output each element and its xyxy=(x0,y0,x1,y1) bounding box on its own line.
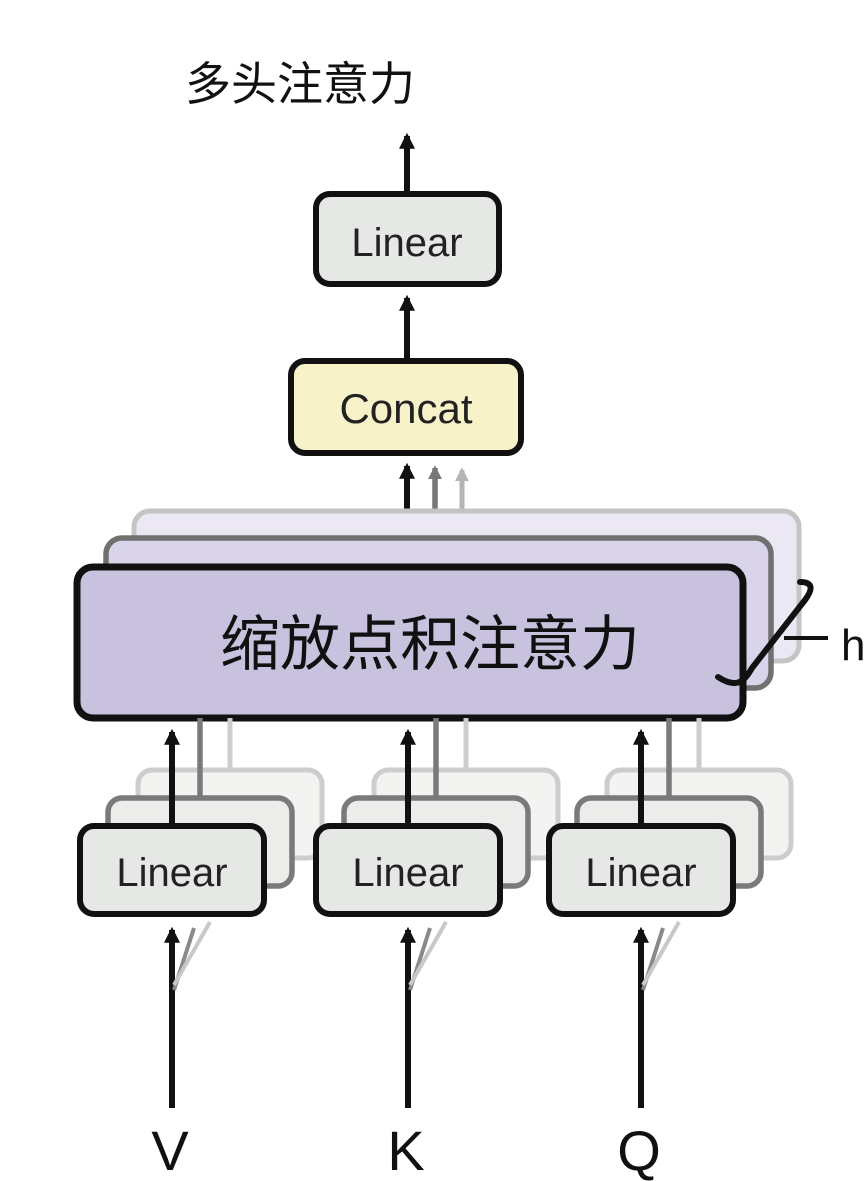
heads-label: h xyxy=(841,621,865,670)
input-linear-label-q: Linear xyxy=(585,851,696,895)
diagram-title: 多头注意力 xyxy=(185,57,415,111)
fan-arrow-3-k xyxy=(408,921,448,986)
attention-box xyxy=(73,563,747,722)
output-linear-label: Linear xyxy=(351,221,462,265)
attention-label: 缩放点积注意力 xyxy=(220,610,640,680)
input-linear-label-v: Linear xyxy=(116,851,227,895)
input-label-v: V xyxy=(151,1119,189,1181)
input-label-q: Q xyxy=(617,1119,661,1181)
fan-arrow-3-v xyxy=(172,921,212,986)
concat-box xyxy=(288,358,524,456)
heads-bracket xyxy=(715,579,814,687)
input-linear-label-k: Linear xyxy=(352,851,463,895)
concat-label: Concat xyxy=(339,385,472,432)
input-label-k: K xyxy=(387,1119,424,1181)
fan-arrow-3-q xyxy=(641,921,681,986)
output-linear-box xyxy=(313,191,502,287)
